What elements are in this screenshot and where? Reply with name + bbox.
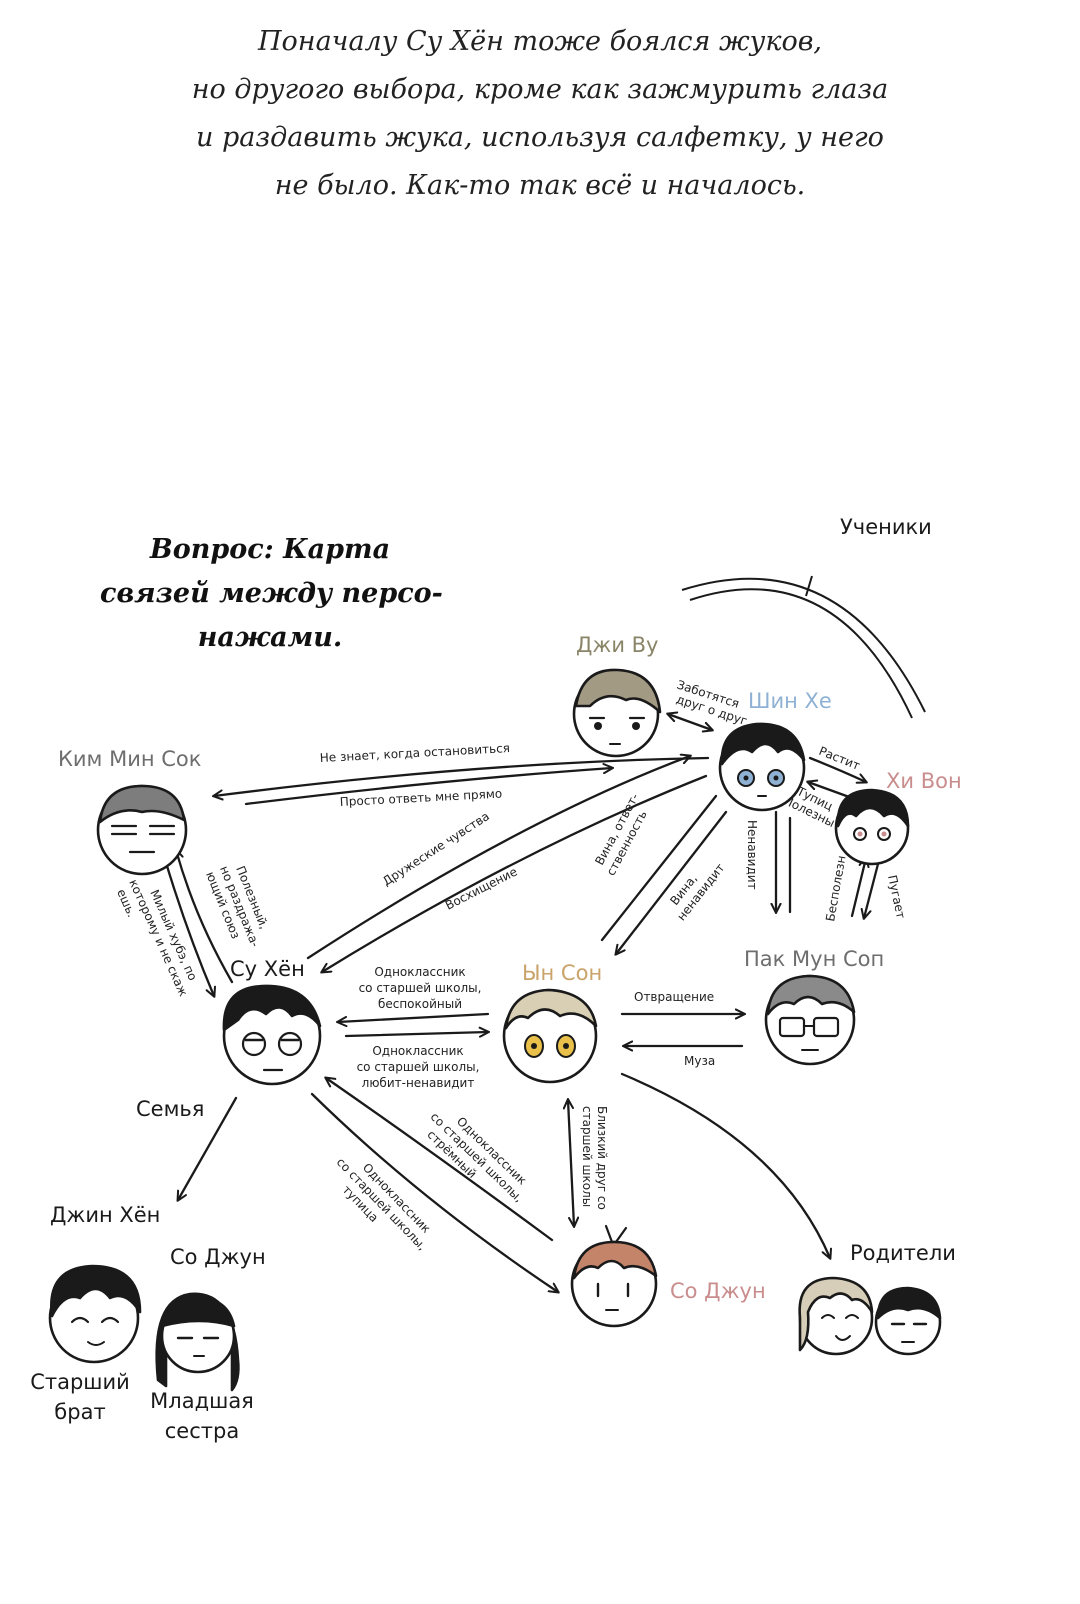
label-disgust: Отвращение [634, 990, 714, 1004]
label-muse: Муза [684, 1054, 715, 1068]
label-dont-know-stop: Не знает, когда остановиться [319, 741, 510, 765]
face-shin-hye-icon [720, 724, 804, 810]
face-eun-son-icon [504, 990, 596, 1082]
label-admiration: Восхищение [443, 864, 520, 912]
name-shin-hye: Шин Хе [748, 689, 832, 713]
face-kim-min-sok-icon [98, 786, 186, 874]
label-close-friend: Близкий друг состаршей школы [580, 1106, 609, 1210]
name-eun-son: Ын Сон [522, 961, 602, 985]
name-kim-min-sok: Ким Мин Сок [58, 747, 201, 771]
label-useful-annoying: Полезный,но раздража-ющий союз [203, 858, 276, 954]
label-family: Семья [136, 1097, 204, 1121]
name-ji-woo: Джи Ву [576, 633, 658, 657]
edge-classmate-lovehate [346, 1032, 488, 1036]
label-useless: Бесполезн [823, 854, 848, 922]
label-scares: Пугает [885, 874, 908, 920]
name-jin-hyon: Джин Хён [50, 1203, 160, 1227]
name-pak-mun-sop: Пак Мун Соп [744, 947, 884, 971]
label-guilt-hate: Вина,ненавидит [662, 852, 727, 924]
face-so-jun-icon [572, 1226, 656, 1326]
label-raises: Растит [817, 744, 862, 773]
label-guilt-resp: Вина, ответ-ственность [590, 791, 655, 878]
edge-care [668, 714, 712, 730]
edge-classmate-creepy [326, 1078, 552, 1240]
face-ji-woo-icon [574, 670, 660, 756]
face-brother-icon [50, 1266, 140, 1362]
edge-useless [852, 858, 866, 916]
face-hee-won-icon [836, 790, 908, 864]
label-hates: Ненавидит [745, 820, 759, 890]
edge-eun-son-parents [622, 1074, 830, 1258]
edge-classmate-restless [338, 1014, 488, 1022]
name-so-jun: Со Джун [670, 1279, 766, 1303]
face-parents-icon [800, 1278, 940, 1354]
name-so-jun-sister: Со Джун [170, 1245, 266, 1269]
face-su-hyon-icon [224, 986, 320, 1084]
label-classmate-fool: Одноклассниксо старшей школы,тупица [323, 1145, 440, 1264]
name-parents: Родители [850, 1241, 956, 1265]
edge-scares [864, 864, 878, 918]
name-hee-won: Хи Вон [886, 769, 962, 793]
edge-close-friend [568, 1100, 574, 1226]
label-friendly: Дружеские чувства [380, 809, 492, 888]
group-label-students: Ученики [840, 515, 932, 539]
face-sister-icon [157, 1294, 239, 1390]
label-classmate-creepy: Одноклассниксо старшей школы,стрёмный [417, 1099, 536, 1216]
face-pak-mun-sop-icon [766, 976, 854, 1064]
name-su-hyon: Су Хён [230, 957, 305, 981]
